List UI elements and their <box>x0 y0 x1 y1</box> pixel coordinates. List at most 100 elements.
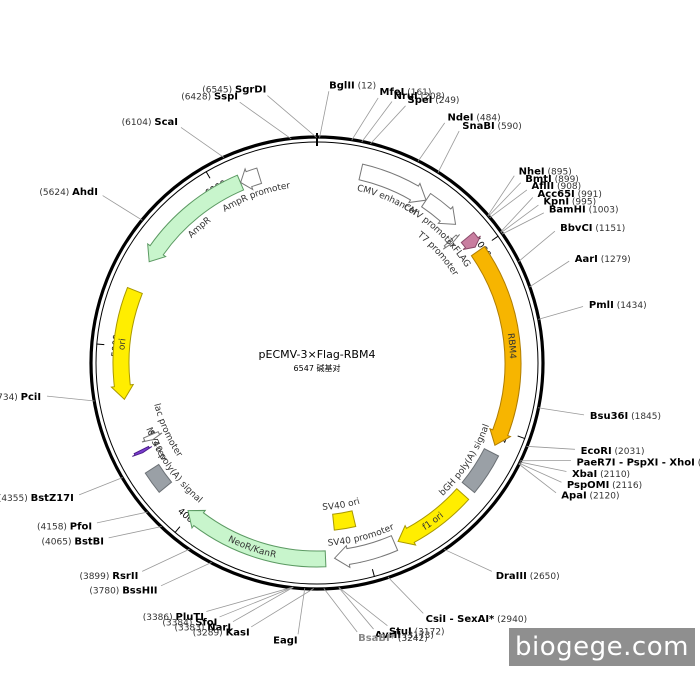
feature-label-path <box>192 389 459 507</box>
site-label-scai: (6104) ScaI <box>122 117 178 128</box>
feature-label-path <box>208 308 513 559</box>
site-leader-aflii <box>489 189 528 219</box>
site-name: EagI <box>273 635 297 646</box>
feature-3xflag <box>460 231 481 250</box>
site-label-stui: StuI (3172) <box>389 627 445 638</box>
site-name: BmtI <box>525 174 552 185</box>
site-label-nari: (3383) NarI <box>175 622 232 633</box>
site-leader-draiii <box>443 548 493 572</box>
site-leader-pmli <box>538 306 584 320</box>
site-leader-bstz17i <box>78 477 123 496</box>
site-label-spei: SpeI (249) <box>408 95 460 106</box>
site-name: BstZ17I <box>31 493 74 504</box>
site-label-pspomi: PspOMI (2116) <box>567 480 642 491</box>
site-name: RsrII <box>112 571 138 582</box>
site-label-sspi: (6428) SspI <box>181 91 238 102</box>
site-name: SgrDI <box>235 85 266 96</box>
site-position: (899) <box>552 175 579 185</box>
site-position: (1434) <box>614 301 647 311</box>
site-position: (249) <box>432 96 459 106</box>
site-leader-apai <box>518 463 557 494</box>
site-position: (4734) <box>0 393 21 403</box>
site-position: (1151) <box>593 224 626 234</box>
site-name: CsiI - SexAI* <box>426 614 495 625</box>
site-position: (3172) <box>412 628 445 638</box>
site-leader-bsu36i <box>537 407 585 416</box>
backbone-inner <box>95 141 539 585</box>
site-label-aari: AarI (1279) <box>575 254 631 265</box>
site-label-nrui: NruI (208) <box>394 91 445 102</box>
feature-label-sv40-ori: SV40 ori <box>322 497 361 513</box>
site-leader-ahdi <box>102 195 143 221</box>
site-label-nhei: NheI (895) <box>519 167 572 178</box>
plasmid-length: 6547 碱基对 <box>294 363 341 373</box>
site-name: PspOMI <box>567 480 609 491</box>
site-position: (995) <box>569 198 596 208</box>
site-position: (161) <box>404 88 431 98</box>
feature-ori <box>110 286 143 401</box>
site-position: (2120) <box>587 492 620 502</box>
site-name: ScaI <box>154 117 178 128</box>
site-name: SpeI <box>408 95 433 106</box>
site-leader-eagi <box>297 588 306 635</box>
site-label-bsabi: BsaBI* (3242) <box>358 633 428 644</box>
site-leader-bmti <box>488 182 522 217</box>
site-leader-avrii <box>338 587 374 630</box>
site-name: PfoI <box>70 521 92 532</box>
site-position: (4065) <box>42 538 75 548</box>
site-label-apai: ApaI (2120) <box>561 491 619 502</box>
site-name: ApaI <box>561 491 586 502</box>
site-label-paer7i-pspxi-xhoi: PaeR7I - PspXI - XhoI (2104) <box>577 458 700 469</box>
feature-lac-promoter <box>141 431 163 443</box>
site-position: (5624) <box>39 188 72 198</box>
site-position: (1279) <box>598 255 631 265</box>
site-label-bbvci: BbvCI (1151) <box>560 223 625 234</box>
site-name: PluTI <box>176 612 204 623</box>
site-position: (1845) <box>628 412 661 422</box>
site-label-mfei: MfeI (161) <box>380 87 432 98</box>
site-position: (2110) <box>597 470 630 480</box>
site-leader-stui <box>338 587 388 627</box>
site-label-xbai: XbaI (2110) <box>572 469 630 480</box>
site-leader-spei <box>370 105 406 145</box>
site-leader-kasi <box>250 588 314 628</box>
site-label-pluti: (3386) PluTI <box>143 612 204 623</box>
site-leader-nhei <box>487 175 515 216</box>
backbone-outer <box>89 135 545 591</box>
site-position: (590) <box>495 122 522 132</box>
site-position: (2104) <box>695 459 700 469</box>
site-name: DraIII <box>496 571 527 582</box>
tick-mark <box>491 235 499 241</box>
site-leader-sfoi <box>219 586 294 618</box>
site-label-bstbi: (4065) BstBI <box>42 537 105 548</box>
site-position: (6545) <box>202 86 235 96</box>
site-position: (2116) <box>609 481 642 491</box>
site-name: NarI <box>207 622 231 633</box>
site-position: (6104) <box>122 118 155 128</box>
feature-cmv-promoter <box>420 192 457 225</box>
site-leader-bbvci <box>518 230 556 262</box>
site-label-ahdi: (5624) AhdI <box>39 187 98 198</box>
feature-sv40-poly-a-signal <box>144 463 173 493</box>
site-label-bmti: BmtI (899) <box>525 174 579 185</box>
site-name: KpnI <box>543 197 569 208</box>
feature-label-text: SV40 ori <box>322 497 361 513</box>
site-position: (991) <box>575 190 602 200</box>
feature-label-path <box>137 262 367 543</box>
feature-ampr-promoter <box>240 167 263 191</box>
feature-rbm4 <box>470 245 522 446</box>
site-leader-aari <box>529 260 570 288</box>
site-label-sgrdi: (6545) SgrDI <box>202 85 266 96</box>
site-leader-csii-sexai <box>387 576 424 614</box>
site-leader-bstbi <box>108 526 162 539</box>
feature-label-path <box>152 245 329 528</box>
site-position: (3899) <box>79 572 112 582</box>
site-name: PciI <box>21 392 41 403</box>
watermark-logo: biogege.com <box>509 628 695 666</box>
feature-label-rbm4: RBM4 <box>505 333 517 360</box>
site-label-csii-sexai: CsiI - SexAI* (2940) <box>426 614 527 625</box>
tick-mark <box>517 435 526 440</box>
site-label-pcii: (4734) PciI <box>0 392 41 403</box>
feature-label-path <box>261 183 497 458</box>
